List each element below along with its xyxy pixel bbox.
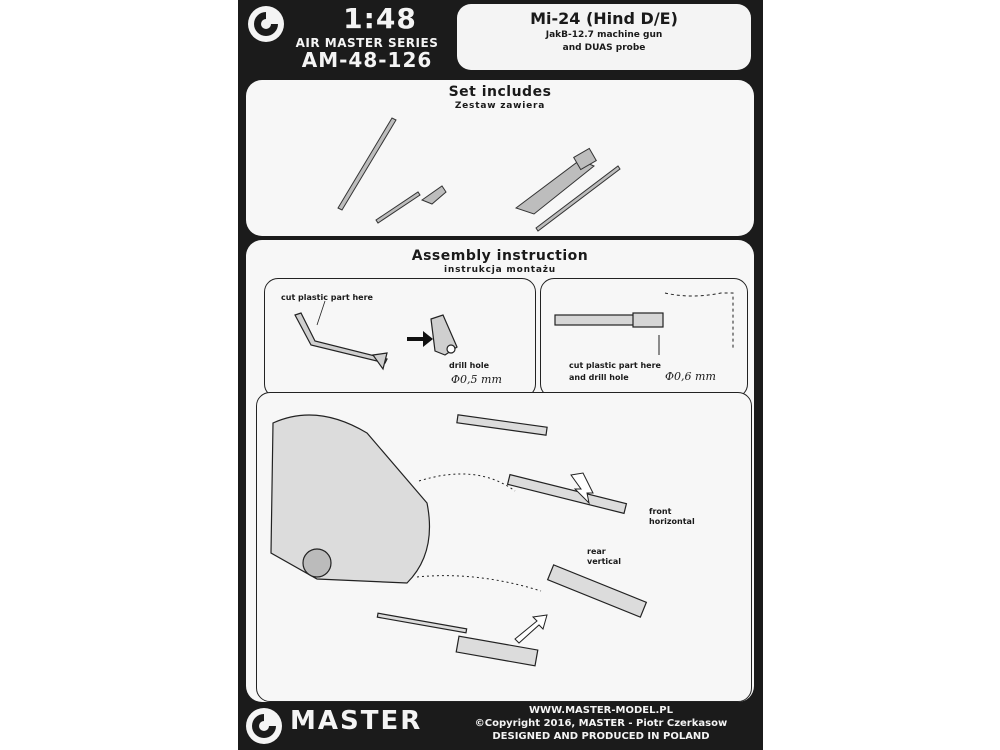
- step2-drill-label: and drill hole: [569, 373, 629, 382]
- set-includes-heading: Set includes: [448, 84, 552, 100]
- assembly-subheading: instrukcja montażu: [444, 265, 556, 275]
- step2-size-label: Φ0,6 mm: [665, 370, 716, 383]
- product-title: Mi-24 (Hind D/E): [530, 9, 678, 28]
- helicopter-nose-diagram: [270, 414, 430, 584]
- gun-rod-part: [535, 165, 621, 232]
- set-includes-subheading: Zestaw zawiera: [454, 101, 546, 111]
- product-subtitle: Mi-24 - karabin JakB-12.7 i sonda DUAS: [504, 56, 704, 66]
- step2-cut-label: cut plastic part here: [569, 361, 661, 370]
- probe-tube-diagram: [456, 414, 548, 436]
- footer-text: WWW.MASTER-MODEL.PL ©Copyright 2016, MAS…: [446, 704, 756, 743]
- arrow-up-icon: [514, 614, 548, 644]
- rear-label: rear: [587, 547, 606, 556]
- scale-label: 1:48: [343, 2, 417, 35]
- probe-fins-part: [420, 185, 447, 205]
- title-box: Mi-24 (Hind D/E) JakB-12.7 machine gun a…: [457, 4, 751, 70]
- product-code: AM-48-126: [301, 48, 433, 72]
- gun-assembly-diagram: [546, 564, 648, 618]
- website-url: WWW.MASTER-MODEL.PL: [529, 705, 673, 716]
- gun-barrel-diagram: [554, 314, 636, 326]
- gun-mount-diagram: [632, 312, 664, 328]
- brand-name: MASTER: [290, 706, 423, 736]
- made-in-text: DESIGNED AND PRODUCED IN POLAND: [492, 731, 710, 742]
- probe-assembled-diagram: [506, 473, 628, 515]
- step3-diagram: [270, 414, 648, 667]
- step1-drill-label: drill hole: [449, 361, 490, 370]
- product-title-line2: JakB-12.7 machine gun: [545, 30, 663, 40]
- drill-hole-diagram: [446, 344, 456, 354]
- wheel-diagram: [302, 548, 332, 578]
- step2-diagram: [554, 292, 734, 355]
- footer-logo: [244, 706, 444, 746]
- series-label: AIR MASTER SERIES: [295, 36, 439, 50]
- master-logo-icon: [248, 6, 284, 42]
- parts-illustration: [337, 117, 621, 232]
- gun-barrel-rod-diagram: [376, 612, 468, 634]
- footer-logo-icon: [246, 708, 282, 744]
- gun-body-diagram: [455, 635, 539, 667]
- barrel-part: [337, 117, 397, 211]
- step2-box: cut plastic part here and drill hole Φ0,…: [540, 278, 748, 398]
- arrow-down-icon: [570, 472, 594, 505]
- product-title-line3: and DUAS probe: [562, 43, 646, 53]
- assembly-heading: Assembly instruction: [411, 248, 589, 264]
- step1-diagram: [294, 300, 458, 371]
- step1-cut-label: cut plastic part here: [281, 293, 373, 302]
- front-label: front: [649, 507, 672, 516]
- vertical-label: vertical: [587, 557, 622, 566]
- step1-size-label: Φ0,5 mm: [451, 373, 502, 386]
- copyright-text: ©Copyright 2016, MASTER - Piotr Czerkaso…: [474, 718, 728, 729]
- arrow-right-icon: [407, 331, 433, 347]
- gun-body-part: [514, 159, 595, 215]
- step3-box: front horizontal rear vertical: [256, 392, 752, 702]
- probe-rod-part: [375, 191, 421, 224]
- gun-muzzle-part: [573, 147, 597, 171]
- step1-box: cut plastic part here drill hole Φ0,5 mm: [264, 278, 536, 398]
- probe-fins-diagram: [371, 352, 388, 371]
- horizontal-label: horizontal: [649, 517, 695, 526]
- set-includes-panel: Set includes Zestaw zawiera: [246, 80, 754, 236]
